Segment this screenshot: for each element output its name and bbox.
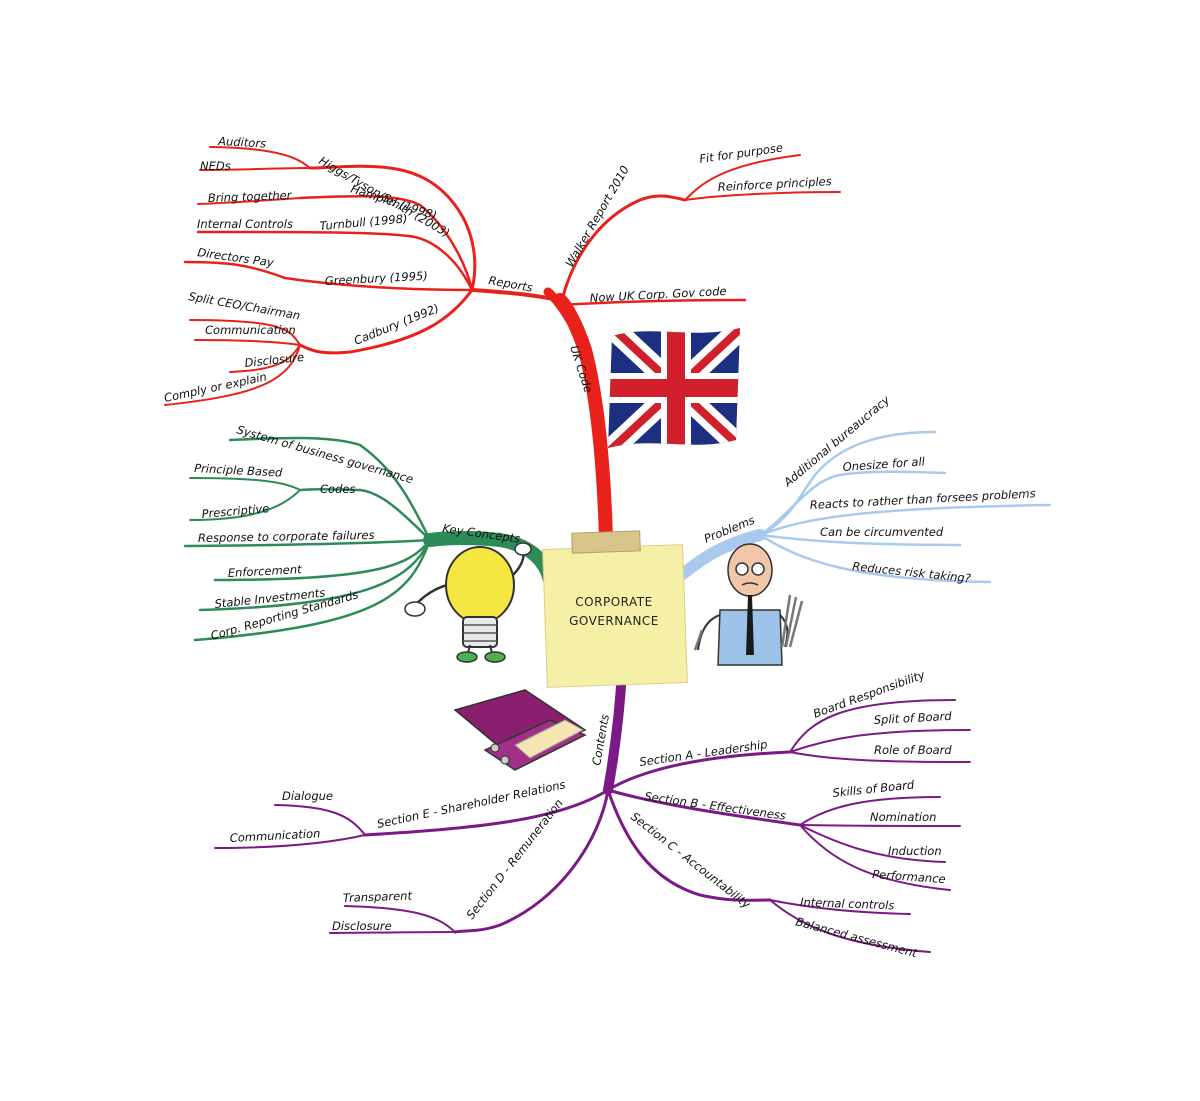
- section-b-child-0: Skills of Board: [832, 777, 916, 800]
- enforcement-label: Enforcement: [227, 562, 302, 580]
- section-a-child-1: Split of Board: [873, 709, 952, 727]
- section-a-label: Section A - Leadership: [638, 737, 768, 769]
- higgs-child-0: Auditors: [217, 134, 267, 151]
- cadbury-child-0: Split CEO/Chairman: [187, 289, 301, 322]
- hampel-child-0: Bring together: [208, 188, 293, 205]
- response-label: Response to corporate failures: [198, 528, 375, 545]
- cadbury-child-1: Communication: [205, 323, 296, 337]
- greenbury-child-0: Directors Pay: [197, 245, 275, 270]
- turnbull-label: Turnbull (1998): [319, 211, 408, 233]
- binder-icon: [453, 689, 587, 771]
- section-c-child-0: Internal controls: [800, 895, 895, 912]
- codes-label: Codes: [320, 482, 355, 496]
- section-c-child-1: Balanced assessment: [794, 914, 919, 960]
- codes-child-0: Principle Based: [194, 461, 284, 480]
- section-d-child-1: Disclosure: [332, 919, 392, 933]
- section-b-child-1: Nomination: [870, 810, 936, 824]
- section-b-label: Section B - Effectiveness: [644, 789, 787, 823]
- cadbury-child-2: Disclosure: [244, 350, 305, 370]
- lightbulb-character-icon: [404, 542, 532, 663]
- central-note: CORPORATE GOVERNANCE: [542, 530, 688, 688]
- walker-child-1: Reinforce principles: [717, 174, 832, 194]
- section-a-child-2: Role of Board: [874, 743, 952, 757]
- walker-label: Walker Report 2010: [562, 163, 631, 269]
- center-title-line1: CORPORATE: [575, 595, 652, 609]
- center-title-line2: GOVERNANCE: [569, 614, 659, 628]
- greenbury-label: Greenbury (1995): [324, 269, 428, 288]
- key-concepts-branch: [183, 436, 557, 642]
- turnbull-child-0: Internal Controls: [197, 217, 293, 231]
- cadbury-child-3: Comply or explain: [163, 370, 268, 405]
- problem-1: Onesize for all: [842, 454, 926, 474]
- uk-flag-icon: [608, 328, 740, 448]
- uk-code-branch: [164, 146, 841, 547]
- section-b-child-2: Induction: [888, 844, 942, 858]
- section-e-child-0: Dialogue: [282, 789, 333, 803]
- section-b-child-3: Performance: [872, 867, 946, 886]
- codes-child-1: Prescriptive: [201, 501, 270, 521]
- higgs-child-1: NEDs: [200, 159, 231, 173]
- section-e-child-1: Communication: [229, 826, 320, 845]
- confused-man-icon: [693, 543, 804, 666]
- walker-child-0: Fit for purpose: [698, 140, 783, 166]
- section-d-label: Section D - Remuneration: [463, 796, 565, 922]
- problem-3: Can be circumvented: [820, 525, 944, 539]
- problem-4: Reduces risk taking?: [852, 559, 972, 585]
- contents-branch: [214, 665, 971, 953]
- section-d-child-0: Transparent: [343, 889, 413, 905]
